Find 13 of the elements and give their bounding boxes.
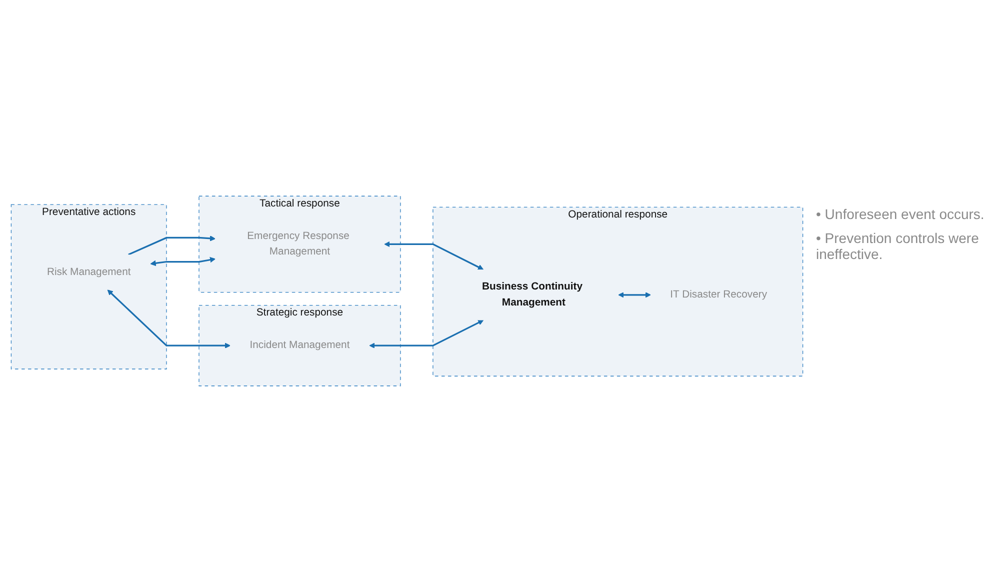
node-text: Risk Management — [46, 266, 131, 278]
arrow — [384, 241, 484, 270]
arrow — [150, 257, 216, 266]
arrow — [618, 292, 651, 298]
node-text: IT Disaster Recovery — [670, 289, 768, 300]
node-text: Business Continuity Management — [482, 281, 583, 308]
arrow — [369, 320, 484, 348]
bullet-note: • Prevention controls were ineffective. — [816, 230, 980, 262]
node-text: Incident Management — [250, 340, 350, 351]
node-text: Emergency Response Management — [247, 230, 350, 258]
arrow — [128, 236, 216, 256]
bullet-note: • Unforeseen event occurs. — [816, 206, 986, 222]
arrow — [107, 290, 230, 348]
